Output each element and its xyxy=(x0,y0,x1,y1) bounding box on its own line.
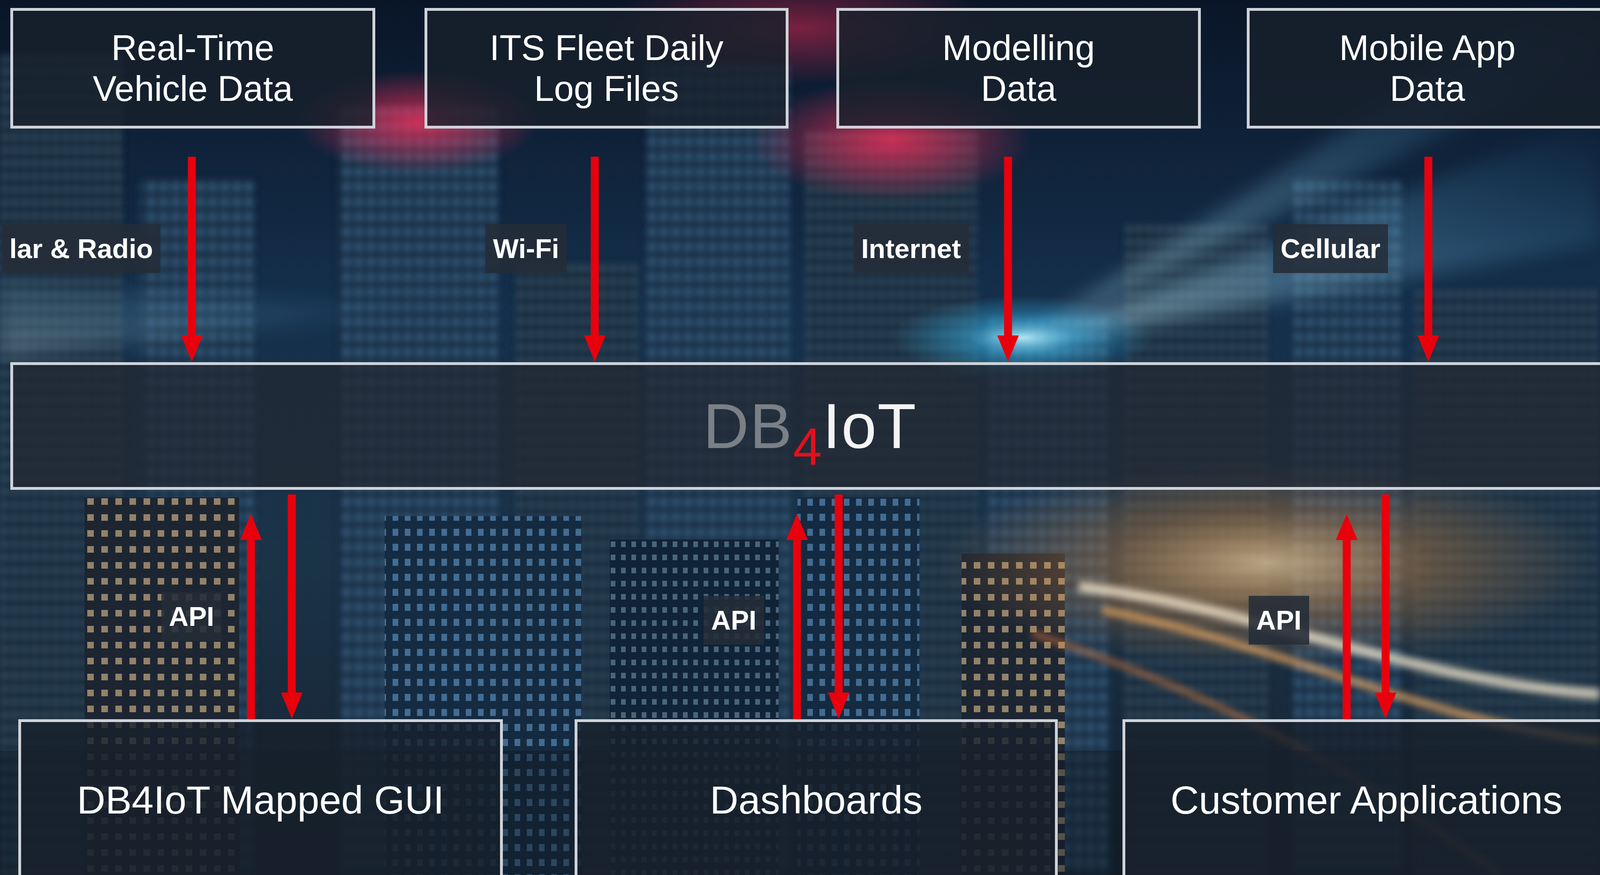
box-label: DB4IoT Mapped GUI xyxy=(76,777,445,823)
source-box: Real-Time Vehicle Data xyxy=(10,7,376,129)
logo-part: 4 xyxy=(792,417,823,476)
data-flow-arrow xyxy=(1342,539,1351,720)
data-flow-arrow xyxy=(1424,156,1433,336)
output-box: Customer Applications xyxy=(1122,719,1600,875)
box-label: ITS Fleet Daily Log Files xyxy=(484,27,729,109)
source-box: Mobile App Data xyxy=(1246,7,1600,129)
data-flow-arrow xyxy=(834,494,843,693)
box-label: Dashboards xyxy=(710,777,923,823)
link-label: lar & Radio xyxy=(1,224,161,273)
data-flow-arrow xyxy=(247,539,256,720)
data-flow-arrow xyxy=(591,156,600,336)
link-label: API xyxy=(161,591,222,641)
logo-part: IoT xyxy=(822,390,918,462)
link-label: Internet xyxy=(853,224,969,273)
data-flow-arrow xyxy=(188,156,197,336)
link-label: Cellular xyxy=(1273,224,1388,273)
box-label: Real-Time Vehicle Data xyxy=(61,27,325,109)
box-label: Customer Applications xyxy=(1170,777,1563,823)
link-label: API xyxy=(703,595,765,645)
source-box: Modelling Data xyxy=(836,7,1201,129)
data-flow-arrow xyxy=(288,494,296,693)
link-label: API xyxy=(1248,595,1310,645)
source-box: ITS Fleet Daily Log Files xyxy=(424,7,789,129)
output-box: DB4IoT Mapped GUI xyxy=(18,719,503,875)
box-label: Mobile App Data xyxy=(1314,27,1540,109)
data-flow-arrow xyxy=(793,539,802,720)
data-flow-arrow xyxy=(1004,156,1013,336)
platform-logo: DB4IoT xyxy=(703,394,918,458)
link-label: Wi-Fi xyxy=(485,224,567,273)
platform-band: DB4IoT xyxy=(10,362,1600,490)
data-flow-arrow xyxy=(1381,494,1390,693)
box-label: Modelling Data xyxy=(906,27,1132,109)
logo-part: DB xyxy=(703,390,794,462)
output-box: Dashboards xyxy=(574,719,1058,875)
